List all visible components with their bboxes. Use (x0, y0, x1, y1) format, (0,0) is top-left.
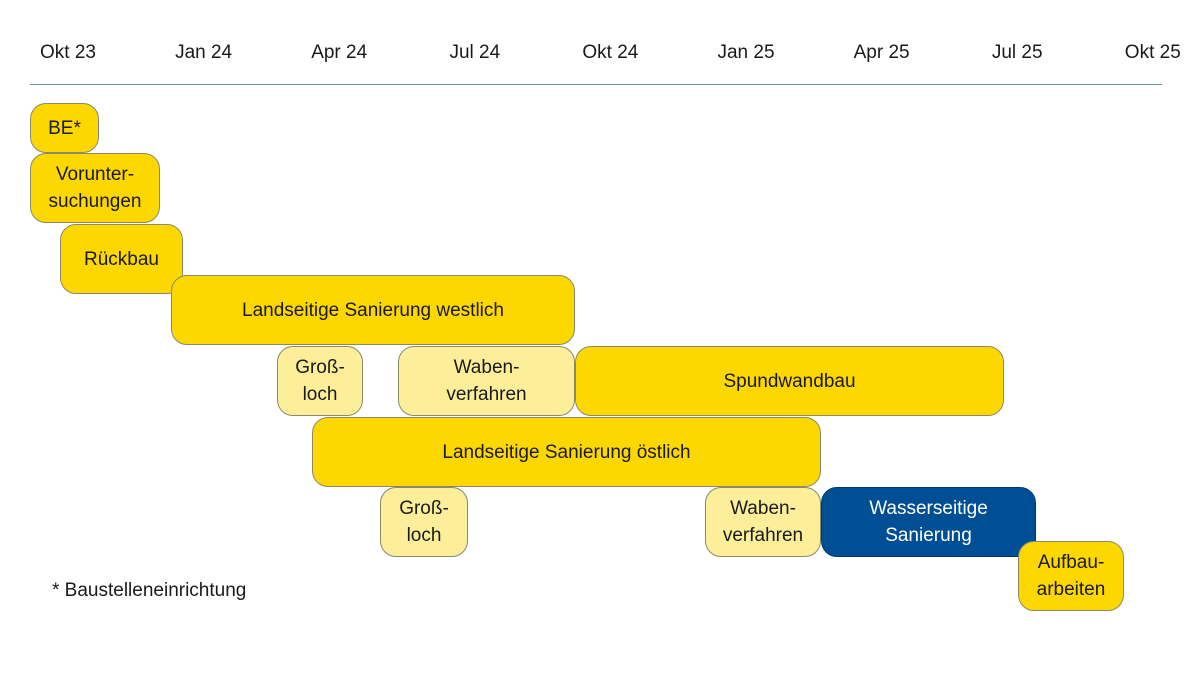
timeline-tick: Apr 24 (311, 42, 368, 63)
task-bar-wasserseitige[interactable]: Wasserseitige Sanierung (821, 487, 1036, 557)
timeline-tick: Jul 25 (991, 42, 1043, 63)
task-bar-spundwandbau[interactable]: Spundwandbau (575, 346, 1004, 416)
task-bar-aufbauarbeiten[interactable]: Aufbau- arbeiten (1018, 541, 1124, 611)
task-label: Waben- verfahren (722, 498, 804, 546)
task-bar-landseitige-ost[interactable]: Landseitige Sanierung östlich (312, 417, 821, 487)
task-label: Landseitige Sanierung östlich (442, 441, 691, 463)
timeline-tick: Jan 25 (717, 42, 775, 63)
timeline-axis-line (30, 84, 1162, 85)
task-bar-be[interactable]: BE* (30, 103, 99, 153)
task-label: Groß- loch (295, 357, 345, 405)
task-bar-landseitige-west[interactable]: Landseitige Sanierung westlich (171, 275, 575, 345)
task-bar-wabenverfahren-ost[interactable]: Waben- verfahren (705, 487, 821, 557)
timeline-header: Okt 23 Jan 24 Apr 24 Jul 24 Okt 24 Jan 25 Apr … (0, 0, 1200, 90)
task-bar-rueckbau[interactable]: Rückbau (60, 224, 183, 294)
task-bar-wabenverfahren-west[interactable]: Waben- verfahren (398, 346, 575, 416)
task-label: BE* (48, 117, 81, 139)
task-label: Vorunter- suchungen (48, 164, 142, 212)
timeline-tick: Jan 24 (175, 42, 233, 63)
task-label: Landseitige Sanierung westlich (242, 299, 504, 321)
timeline-tick: Okt 24 (582, 42, 639, 63)
task-label: Rückbau (84, 248, 159, 270)
timeline-tick: Okt 23 (40, 42, 96, 63)
task-label: Waben- verfahren (446, 357, 527, 405)
task-bar-voruntersuchungen[interactable]: Vorunter- suchungen (30, 153, 160, 223)
timeline-tick: Jul 24 (449, 42, 501, 63)
timeline-tick: Apr 25 (853, 42, 910, 63)
task-bar-grossloch-west[interactable]: Groß- loch (277, 346, 363, 416)
task-label: Spundwandbau (723, 370, 856, 392)
task-label: Wasserseitige Sanierung (869, 498, 988, 546)
footnote: * Baustelleneinrichtung (52, 580, 247, 601)
task-bar-grossloch-ost[interactable]: Groß- loch (380, 487, 468, 557)
task-label: Groß- loch (399, 498, 449, 546)
task-label: Aufbau- arbeiten (1036, 552, 1106, 600)
timeline-tick: Okt 25 (1124, 42, 1181, 63)
